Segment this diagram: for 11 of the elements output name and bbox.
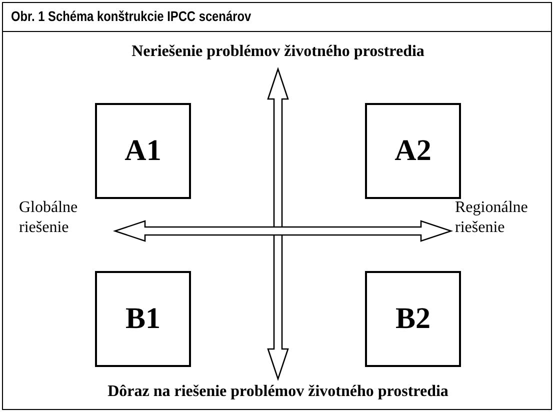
double-arrow <box>267 66 289 382</box>
axis-label: Regionálne riešenie <box>455 198 545 240</box>
double-arrow <box>112 220 454 242</box>
figure-title: Obr. 1 Schéma konštrukcie IPCC scenárov <box>11 8 252 24</box>
scenario-box: A2 <box>365 103 461 199</box>
scenario-box: A1 <box>95 103 191 199</box>
heading-text: Neriešenie problémov životného prostredia <box>83 43 473 65</box>
scenario-box: B1 <box>95 271 191 367</box>
heading-text: Dôraz na riešenie problémov životného prostredia <box>63 383 493 405</box>
axis-label: Globálne riešenie <box>19 198 111 240</box>
scenario-box: B2 <box>365 271 461 367</box>
